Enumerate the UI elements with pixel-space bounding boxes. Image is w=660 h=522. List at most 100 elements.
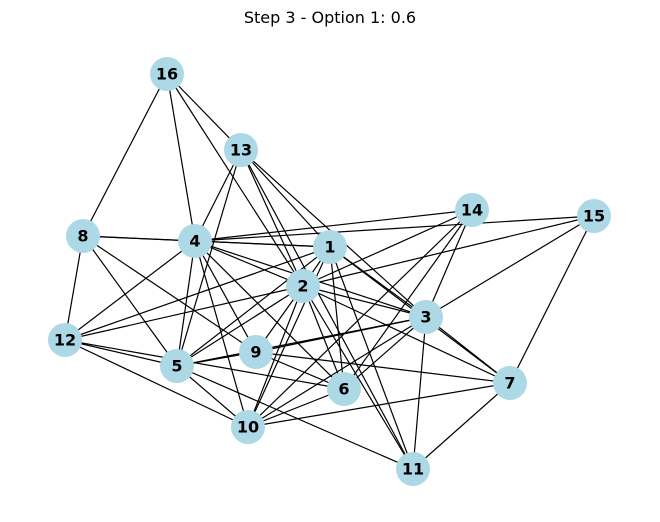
node-circle <box>396 452 430 486</box>
node-2: 2 <box>286 269 320 303</box>
edge-8-5 <box>82 235 178 367</box>
edge-12-5 <box>64 339 178 367</box>
node-circle <box>178 224 212 258</box>
node-10: 10 <box>231 410 265 444</box>
edge-4-10 <box>194 240 249 428</box>
edge-13-5 <box>176 149 242 367</box>
node-circle <box>493 366 527 400</box>
node-15: 15 <box>577 199 611 233</box>
node-13: 13 <box>224 133 258 167</box>
node-label: 10 <box>237 418 259 437</box>
node-label: 9 <box>250 343 261 362</box>
node-label: 16 <box>156 65 178 84</box>
edge-3-7 <box>425 316 511 384</box>
node-circle <box>327 372 361 406</box>
edge-8-12 <box>64 235 84 341</box>
edge-5-11 <box>176 365 414 470</box>
node-circle <box>409 300 443 334</box>
edge-4-9 <box>194 240 257 353</box>
edge-4-2 <box>194 240 304 287</box>
node-circle <box>150 57 184 91</box>
node-5: 5 <box>160 349 194 383</box>
edge-4-12 <box>64 240 196 341</box>
edge-2-5 <box>176 285 304 367</box>
node-label: 1 <box>324 238 335 257</box>
edge-15-3 <box>425 215 595 318</box>
node-4: 4 <box>178 224 212 258</box>
edge-14-10 <box>247 209 473 428</box>
edge-1-11 <box>329 246 414 470</box>
edge-layer <box>64 73 595 470</box>
node-8: 8 <box>66 219 100 253</box>
node-label: 15 <box>583 207 605 226</box>
edge-7-10 <box>247 382 511 428</box>
node-label: 13 <box>230 141 252 160</box>
edge-8-9 <box>82 235 257 353</box>
node-9: 9 <box>239 335 273 369</box>
edge-4-5 <box>176 240 196 367</box>
node-circle <box>455 193 489 227</box>
edge-2-3 <box>302 285 427 318</box>
node-label: 11 <box>402 460 424 479</box>
edge-15-4 <box>194 215 595 242</box>
edge-14-2 <box>302 209 473 287</box>
edge-6-10 <box>247 388 345 428</box>
edge-1-12 <box>64 246 331 341</box>
edge-7-11 <box>412 382 511 470</box>
node-label: 7 <box>504 374 515 393</box>
node-11: 11 <box>396 452 430 486</box>
edge-16-2 <box>166 73 304 287</box>
node-3: 3 <box>409 300 443 334</box>
edge-2-10 <box>247 285 304 428</box>
node-circle <box>313 230 347 264</box>
edge-14-4 <box>194 209 473 242</box>
node-circle <box>224 133 258 167</box>
node-6: 6 <box>327 372 361 406</box>
node-16: 16 <box>150 57 184 91</box>
edge-14-3 <box>425 209 473 318</box>
edge-3-5 <box>176 316 427 367</box>
edge-12-10 <box>64 339 249 428</box>
edge-13-1 <box>240 149 331 248</box>
node-14: 14 <box>455 193 489 227</box>
node-circle <box>239 335 273 369</box>
node-circle <box>577 199 611 233</box>
edge-4-6 <box>194 240 345 390</box>
edge-16-8 <box>82 73 168 237</box>
node-label: 6 <box>338 380 349 399</box>
node-circle <box>160 349 194 383</box>
edge-16-4 <box>166 73 196 242</box>
edge-9-7 <box>255 351 511 384</box>
node-circle <box>231 410 265 444</box>
edge-12-6 <box>64 339 345 390</box>
edge-2-12 <box>64 285 304 341</box>
node-12: 12 <box>48 323 82 357</box>
node-label: 8 <box>77 227 88 246</box>
node-circle <box>286 269 320 303</box>
edge-3-10 <box>247 316 427 428</box>
node-label: 2 <box>297 277 308 296</box>
node-label: 3 <box>420 308 431 327</box>
edge-4-1 <box>194 240 331 248</box>
edge-16-13 <box>166 73 242 151</box>
node-label: 4 <box>189 232 200 251</box>
node-7: 7 <box>493 366 527 400</box>
edge-15-7 <box>509 215 595 384</box>
node-label: 14 <box>461 201 483 220</box>
edge-15-2 <box>302 215 595 287</box>
node-circle <box>66 219 100 253</box>
node-circle <box>48 323 82 357</box>
edge-3-6 <box>343 316 427 390</box>
edge-1-5 <box>176 246 331 367</box>
edge-3-11 <box>412 316 427 470</box>
figure-title: Step 3 - Option 1: 0.6 <box>243 8 417 27</box>
edge-13-11 <box>240 149 414 470</box>
node-1: 1 <box>313 230 347 264</box>
edge-13-2 <box>240 149 304 287</box>
edge-1-6 <box>329 246 345 390</box>
edge-14-6 <box>343 209 473 390</box>
node-label: 12 <box>54 331 76 350</box>
